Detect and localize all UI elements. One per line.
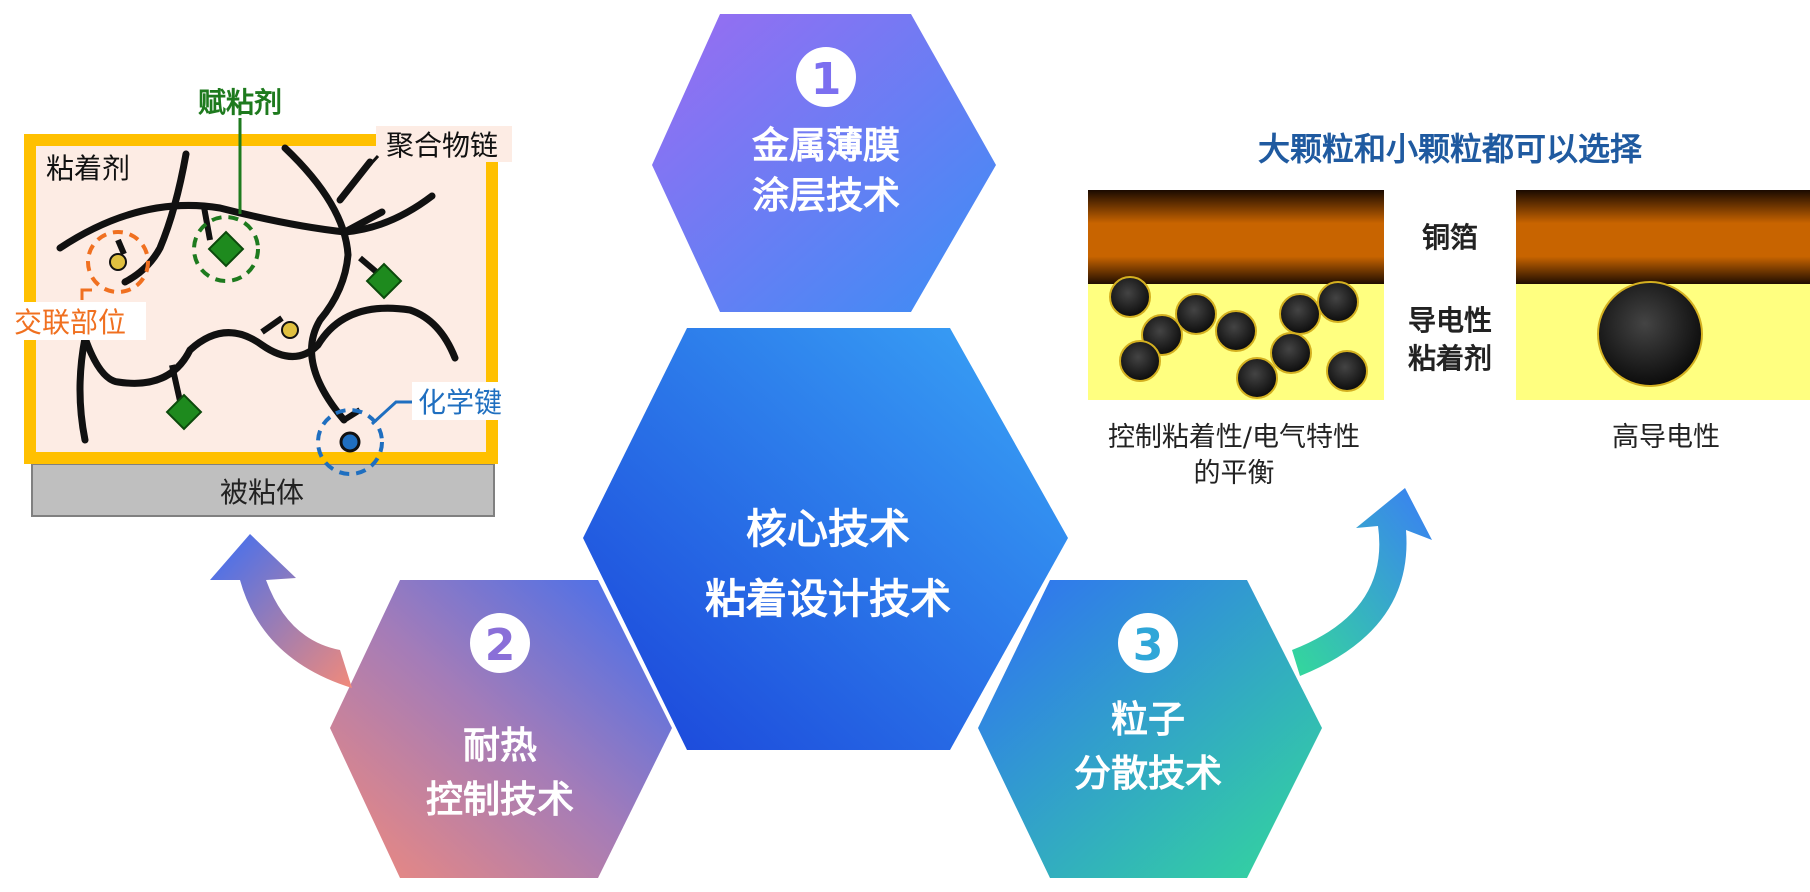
number-badge-3 <box>1118 613 1178 673</box>
particle <box>1279 293 1321 335</box>
small-particle-section <box>1088 190 1384 400</box>
large-particle <box>1597 281 1703 387</box>
copper-foil-layer <box>1088 190 1384 285</box>
crosslink-dot <box>281 321 299 339</box>
left-caption-line1: 控制粘着性/电气特性 <box>1108 422 1360 453</box>
hex-2-line1: 耐热 <box>463 724 537 767</box>
substrate-block <box>31 463 495 517</box>
crosslink-dot <box>109 253 127 271</box>
hex-1-metal-film: 1 金属薄膜 涂层技术 <box>652 14 996 312</box>
center-line2: 粘着设计技术 <box>705 575 951 623</box>
tackifier-particles <box>165 230 403 431</box>
copper-foil-label: 铜箔 <box>1422 221 1478 254</box>
number-1: 1 <box>811 54 842 105</box>
particle <box>1109 276 1151 318</box>
left-caption-line2: 的平衡 <box>1194 458 1275 489</box>
crosslink-highlight <box>86 230 150 294</box>
number-3: 3 <box>1133 620 1164 671</box>
tackifier-highlight <box>192 215 260 283</box>
particle-panel: 大颗粒和小颗粒都可以选择 铜箔 导电性 <box>1088 130 1810 489</box>
copper-foil-layer <box>1516 190 1810 285</box>
hex-3-line1: 粒子 <box>1111 698 1185 741</box>
particle <box>1215 310 1257 352</box>
right-caption: 高导电性 <box>1612 422 1720 453</box>
bond-dot <box>339 431 361 453</box>
hex-center-core: 核心技术 粘着设计技术 <box>583 328 1068 750</box>
tackifier-diamond <box>165 393 203 431</box>
crosslink-label-bg <box>10 302 146 340</box>
particle <box>1236 357 1278 399</box>
tackifier-diamond <box>207 230 245 268</box>
adhesive-panel: 被粘体 粘着剂 <box>10 86 520 517</box>
bond-label: 化学键 <box>418 386 502 419</box>
hex-1-line1: 金属薄膜 <box>752 124 900 167</box>
hex-2-line2: 控制技术 <box>426 778 574 821</box>
polymer-leader <box>338 154 380 200</box>
number-badge-1 <box>796 47 856 107</box>
number-badge-2 <box>470 613 530 673</box>
hex-2-heat-resistance: 2 耐热 控制技术 <box>330 580 672 878</box>
conductive-label-line1: 导电性 <box>1408 304 1492 337</box>
particle <box>1119 340 1161 382</box>
tackifier-label: 赋粘剂 <box>198 86 282 119</box>
center-line1: 核心技术 <box>746 505 910 553</box>
crosslink-label: 交联部位 <box>14 306 126 339</box>
hex-3-line2: 分散技术 <box>1074 752 1222 795</box>
substrate-label: 被粘体 <box>220 476 304 509</box>
small-particles <box>1109 276 1368 399</box>
polymer-chain-label: 聚合物链 <box>386 129 498 162</box>
adhesive-label: 粘着剂 <box>46 152 130 185</box>
crosslink-leader <box>80 288 92 300</box>
large-particle-section <box>1516 190 1810 400</box>
polymer-label-bg <box>376 126 512 162</box>
crosslink-points <box>109 253 361 453</box>
particle-panel-title: 大颗粒和小颗粒都可以选择 <box>1258 130 1643 168</box>
hex-3-particle-dispersion: 3 粒子 分散技术 <box>978 580 1322 878</box>
arrow-to-adhesive-panel <box>210 534 352 688</box>
hex-1-line2: 涂层技术 <box>752 174 900 217</box>
arrow-to-particle-panel <box>1292 488 1432 676</box>
bond-label-bg <box>412 382 520 420</box>
tackifier-diamond <box>365 262 403 300</box>
bond-highlight <box>316 408 384 476</box>
particle <box>1175 293 1217 335</box>
particle <box>1270 332 1312 374</box>
bond-leader <box>370 400 414 426</box>
number-2: 2 <box>485 620 516 671</box>
particle <box>1326 350 1368 392</box>
particle <box>1317 281 1359 323</box>
conductive-label-line2: 粘着剂 <box>1408 342 1492 375</box>
